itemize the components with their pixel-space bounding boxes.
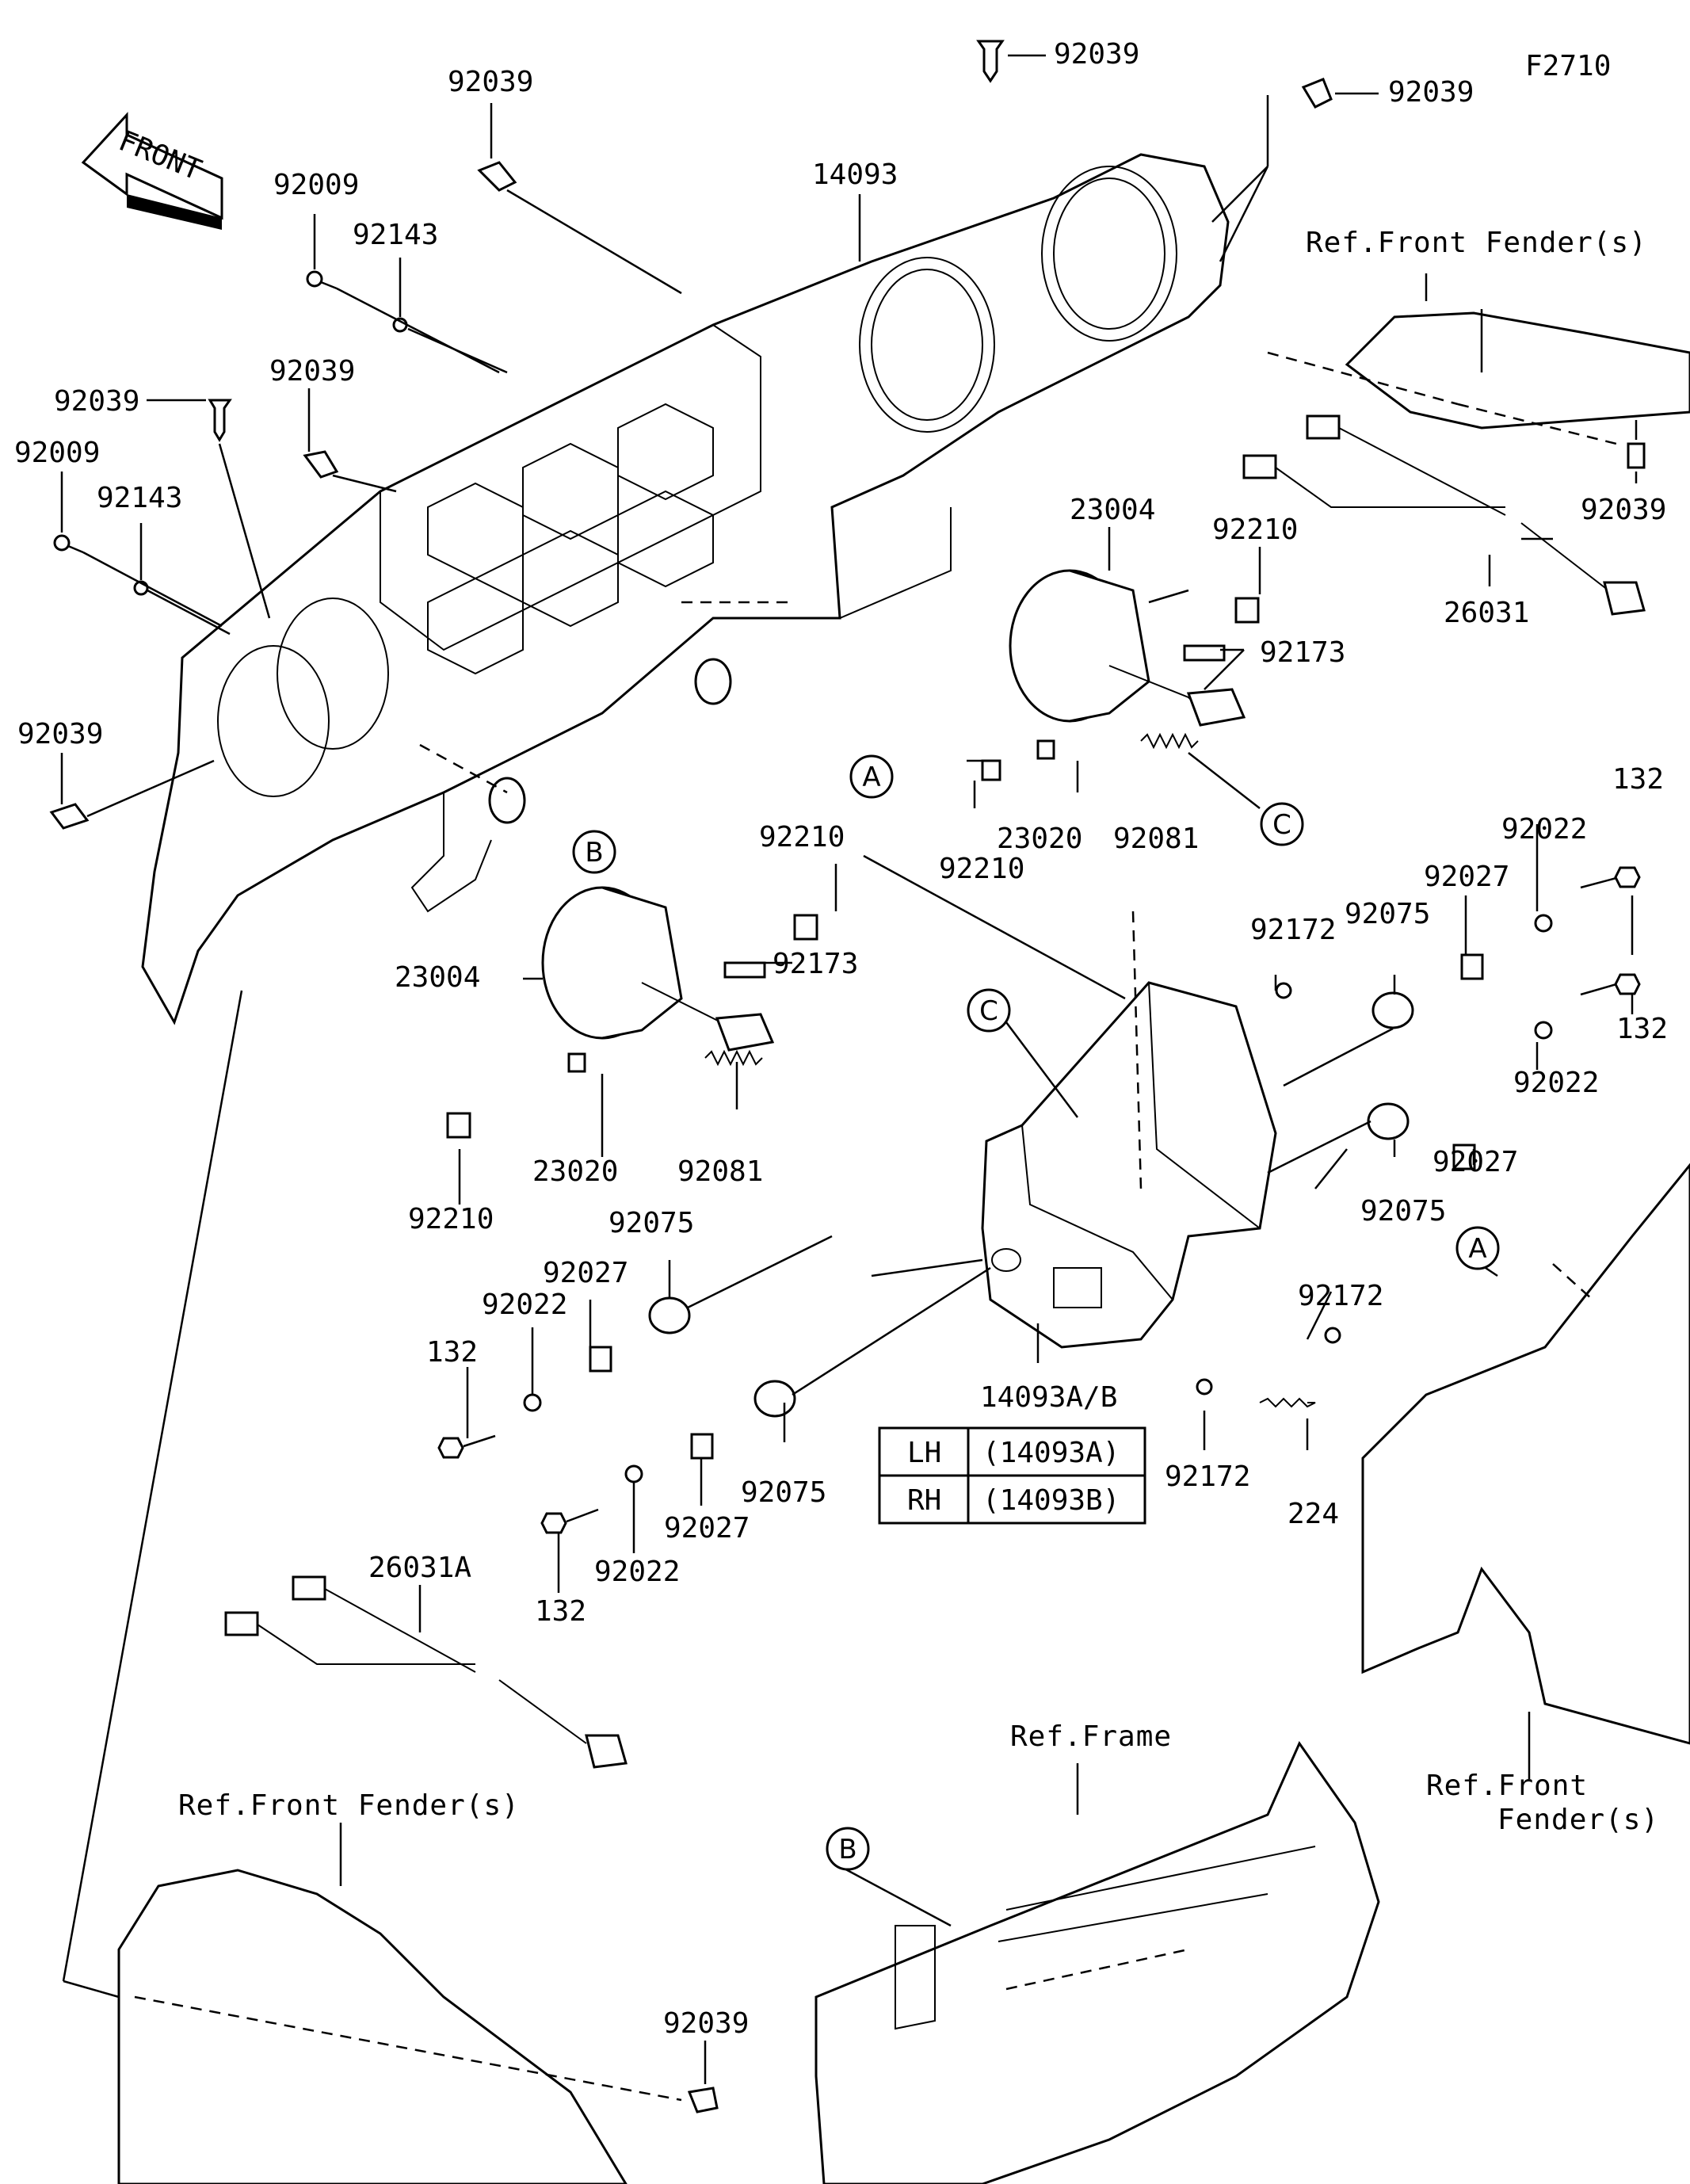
part-label-92022: 92022	[594, 1556, 680, 1588]
figure-code: F2710	[1525, 50, 1611, 82]
part-label-92009: 92009	[273, 169, 359, 201]
part-label-132: 132	[426, 1336, 478, 1369]
part-label-92039: 92039	[17, 718, 103, 750]
part-label-23020: 23020	[532, 1155, 618, 1188]
part-label-92039: 92039	[1388, 76, 1474, 109]
frame-ref	[814, 1740, 1380, 2184]
part-label-23020: 23020	[997, 823, 1082, 855]
part-label-92027: 92027	[1432, 1146, 1518, 1178]
part-label-92081: 92081	[1113, 823, 1199, 855]
front-panel-14093	[141, 153, 1230, 1025]
rubber-bumper-a	[694, 658, 732, 705]
part-label-92027: 92027	[543, 1257, 628, 1289]
part-label-92075: 92075	[608, 1207, 694, 1239]
washer-icon	[523, 914, 1553, 1483]
part-label-92039: 92039	[1581, 494, 1666, 526]
svg-text:A: A	[1468, 1233, 1486, 1265]
part-label-92143: 92143	[353, 219, 438, 251]
svg-text:A: A	[862, 762, 880, 793]
part-label-92172: 92172	[1298, 1280, 1383, 1312]
clip-icon	[49, 40, 1646, 2113]
ref-front-fender-right-line2: Fender(s)	[1497, 1804, 1659, 1836]
variant-table: LH (14093A) RH (14093B)	[878, 1426, 1146, 1525]
part-label-92027: 92027	[1424, 861, 1509, 893]
part-label-26031: 26031	[1444, 597, 1529, 629]
front-arrow-icon: FRONT	[81, 112, 223, 230]
part-label-26031a: 26031A	[368, 1552, 471, 1584]
part-label-23004: 23004	[395, 961, 480, 994]
table-cell-part: (14093B)	[982, 1484, 1120, 1517]
part-label-92039: 92039	[269, 355, 355, 388]
svg-text:B: B	[838, 1834, 856, 1865]
part-label-92027: 92027	[664, 1512, 750, 1544]
part-label-23004: 23004	[1070, 494, 1155, 526]
part-label-132: 132	[1612, 763, 1664, 796]
part-label-92039: 92039	[1054, 38, 1139, 71]
callout-c: C	[967, 988, 1011, 1033]
table-cell-part: (14093A)	[982, 1437, 1120, 1469]
part-label-92172: 92172	[1250, 914, 1336, 946]
table-cell-side: RH	[907, 1484, 941, 1517]
callout-a: A	[849, 754, 894, 799]
screw-icon	[53, 270, 408, 596]
spring-icon	[704, 732, 1199, 1067]
part-label-224: 224	[1288, 1498, 1339, 1530]
part-label-92039: 92039	[448, 66, 533, 98]
part-label-92173: 92173	[773, 948, 858, 980]
headlight-23004-upper	[1009, 569, 1260, 760]
part-label-92081: 92081	[677, 1155, 763, 1188]
ref-front-fender-top: Ref.Front Fender(s)	[1306, 227, 1647, 259]
part-label-92039: 92039	[54, 385, 139, 418]
part-label-14093ab: 14093A/B	[980, 1381, 1117, 1414]
part-label-92039: 92039	[663, 2007, 749, 2040]
callout-c: C	[1260, 802, 1304, 846]
ref-frame: Ref.Frame	[1010, 1720, 1172, 1753]
part-label-92210: 92210	[759, 821, 845, 853]
part-label-92210: 92210	[939, 853, 1024, 885]
part-label-132: 132	[1616, 1013, 1668, 1045]
collar-icon	[589, 953, 1484, 1460]
part-label-92009: 92009	[14, 437, 100, 469]
svg-text:B: B	[585, 837, 603, 869]
part-label-92022: 92022	[1501, 813, 1587, 846]
wire-harness-26031a	[224, 1575, 628, 1769]
part-label-92022: 92022	[482, 1289, 567, 1321]
bolt-icon	[437, 866, 1641, 1534]
part-label-92075: 92075	[741, 1476, 826, 1509]
front-fender-ref-right	[1361, 1163, 1690, 1745]
ref-front-fender-right-line1: Ref.Front	[1426, 1770, 1588, 1802]
part-label-92173: 92173	[1260, 636, 1345, 669]
front-fender-ref-top	[1345, 311, 1690, 430]
bracket-14093ab	[981, 981, 1277, 1349]
rubber-bumper-b	[488, 777, 526, 824]
part-label-132: 132	[535, 1595, 586, 1628]
ref-front-fender-bottom: Ref.Front Fender(s)	[178, 1789, 520, 1822]
callout-b: B	[572, 830, 616, 874]
svg-text:C: C	[979, 995, 998, 1027]
wire-harness-26031	[1242, 414, 1646, 616]
part-label-92210: 92210	[1212, 514, 1298, 546]
front-fender-ref-bottom	[117, 1869, 628, 2184]
leader-lines	[60, 54, 1638, 2084]
svg-text:C: C	[1272, 809, 1291, 841]
part-label-92075: 92075	[1345, 898, 1430, 930]
part-label-92172: 92172	[1165, 1460, 1250, 1493]
part-label-92143: 92143	[97, 482, 182, 514]
part-label-92210: 92210	[408, 1203, 494, 1235]
headlight-23004-lower	[446, 886, 818, 1139]
callout-a: A	[1455, 1226, 1500, 1270]
part-label-92022: 92022	[1513, 1067, 1599, 1099]
table-cell-side: LH	[907, 1437, 941, 1469]
part-label-14093: 14093	[812, 158, 898, 191]
dashed-lines	[134, 351, 1617, 2102]
part-label-92075: 92075	[1360, 1195, 1446, 1228]
spacer-icon	[981, 759, 1001, 781]
callout-b: B	[826, 1827, 870, 1871]
